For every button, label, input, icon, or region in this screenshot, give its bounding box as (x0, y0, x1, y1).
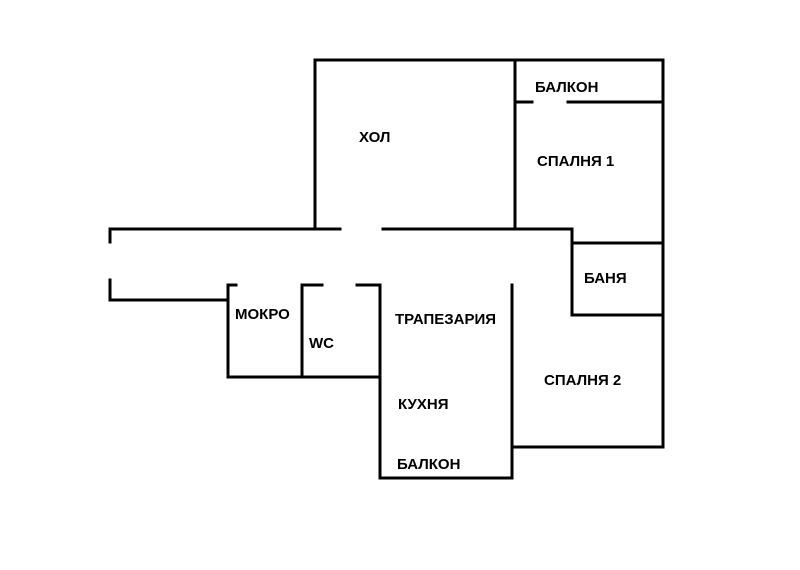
label-balkon-top: БАЛКОН (535, 79, 598, 96)
label-banya: БАНЯ (584, 270, 627, 287)
room-labels: ХОЛ БАЛКОН СПАЛНЯ 1 БАНЯ МОКРО WC ТРАПЕЗ… (235, 79, 627, 473)
walls (108, 58, 665, 480)
label-kuhnya: КУХНЯ (398, 396, 448, 413)
wc-walls (300, 283, 382, 379)
bedroom-1-walls (513, 58, 665, 245)
bedroom-2-walls (510, 283, 665, 449)
label-trapezariya: ТРАПЕЗАРИЯ (395, 311, 496, 328)
label-spalnya-2: СПАЛНЯ 2 (544, 372, 621, 389)
label-hol: ХОЛ (359, 129, 390, 146)
label-mokro: МОКРО (235, 306, 290, 323)
label-spalnya-1: СПАЛНЯ 1 (537, 153, 614, 170)
kitchen-walls (378, 283, 514, 480)
label-wc: WC (309, 335, 334, 352)
label-balkon-bottom: БАЛКОН (397, 456, 460, 473)
hall-walls (313, 58, 517, 231)
utility-walls (226, 283, 304, 379)
